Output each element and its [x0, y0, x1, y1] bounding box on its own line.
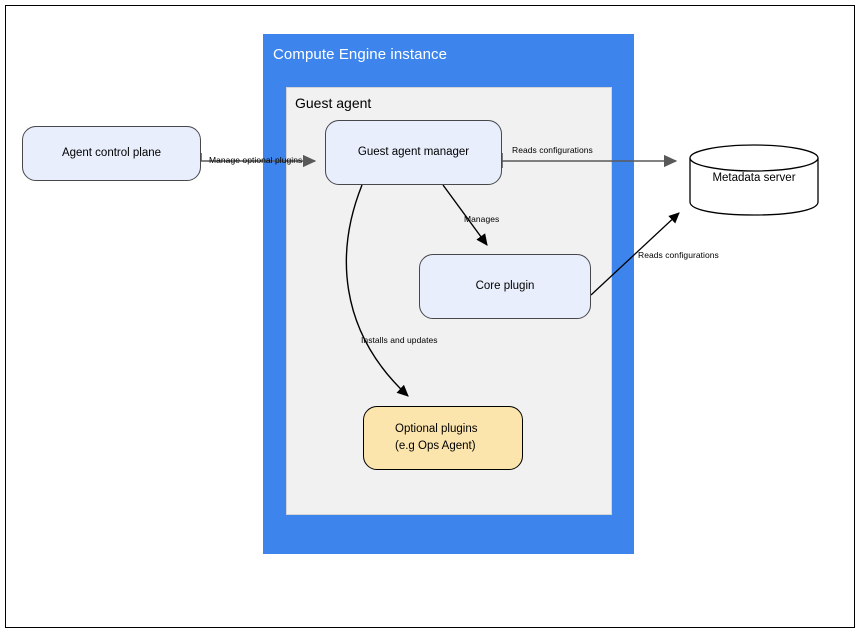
node-core-plugin-label: Core plugin	[475, 280, 535, 292]
edge-label-reads-configurations-core-plugin: Reads configurations	[638, 250, 719, 260]
container-guest-agent-label: Guest agent	[295, 95, 372, 111]
node-optional-plugins-label-line1: Optional plugins	[395, 423, 478, 435]
node-optional-plugins-label-line2: (e.g Ops Agent)	[395, 440, 476, 452]
node-optional-plugins[interactable]: Optional plugins (e.g Ops Agent)	[363, 406, 523, 470]
node-agent-control-plane[interactable]: Agent control plane	[22, 126, 201, 181]
node-guest-agent-manager-label: Guest agent manager	[357, 146, 470, 158]
node-metadata-server-label: Metadata server	[712, 172, 796, 184]
node-guest-agent-manager[interactable]: Guest agent manager	[325, 120, 502, 185]
container-compute-engine-instance-label: Compute Engine instance	[273, 46, 448, 63]
node-core-plugin[interactable]: Core plugin	[419, 254, 591, 319]
edge-label-manages: Manages	[464, 214, 500, 224]
edge-label-reads-configurations-manager: Reads configurations	[512, 145, 593, 155]
node-agent-control-plane-label: Agent control plane	[61, 147, 162, 159]
edge-label-manage-optional-plugins: Manage optional plugins	[209, 155, 303, 165]
node-metadata-server[interactable]: Metadata server	[690, 144, 818, 216]
edge-label-installs-and-updates: Installs and updates	[361, 335, 438, 345]
